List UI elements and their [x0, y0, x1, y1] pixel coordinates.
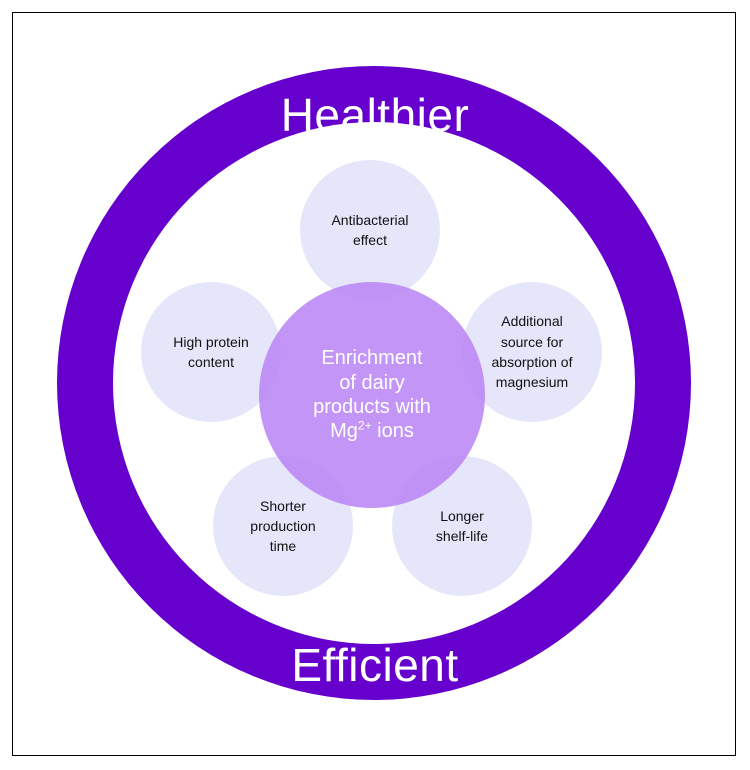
ion-base: Mg: [330, 420, 358, 443]
bubble-line: content: [188, 354, 234, 370]
center-enrichment-circle: Enrichment of dairy products with Mg2+ i…: [259, 282, 485, 508]
bubble-high-protein: High protein content: [141, 282, 281, 422]
bubble-line: absorption of: [491, 354, 573, 370]
bubble-line: Additional: [501, 313, 563, 330]
bubble-line: Longer: [440, 507, 484, 524]
bubble-line: High protein: [173, 333, 249, 350]
bubble-text: Shorter production time: [250, 496, 315, 557]
bubble-line: effect: [352, 232, 387, 248]
center-ion-line: Mg2+ ions: [330, 419, 414, 443]
bubble-line: source for: [500, 333, 564, 350]
bubble-line: Shorter: [260, 497, 306, 514]
bubble-magnesium-source: Additional source for absorption of magn…: [462, 282, 602, 422]
bubble-line: production: [250, 517, 316, 534]
bubble-antibacterial-effect: Antibacterial effect: [300, 160, 440, 300]
bubble-line: time: [269, 538, 297, 555]
bubble-text: Longer shelf-life: [436, 506, 488, 547]
healthier-label: Healthier: [280, 89, 470, 141]
bubble-line: shelf-life: [435, 528, 489, 544]
ion-charge: 2+: [357, 418, 372, 433]
bubble-line: Antibacterial: [331, 211, 409, 228]
center-line: products with: [313, 396, 431, 418]
bubble-line: magnesium: [495, 374, 569, 391]
bubble-text: Antibacterial effect: [331, 210, 408, 251]
bubble-text: Additional source for absorption of magn…: [492, 311, 573, 392]
bubble-text: High protein content: [173, 332, 249, 373]
efficient-label: Efficient: [291, 639, 459, 691]
center-line: of dairy: [339, 371, 405, 394]
ion-suffix: ions: [371, 420, 414, 443]
center-line: Enrichment: [321, 347, 423, 370]
